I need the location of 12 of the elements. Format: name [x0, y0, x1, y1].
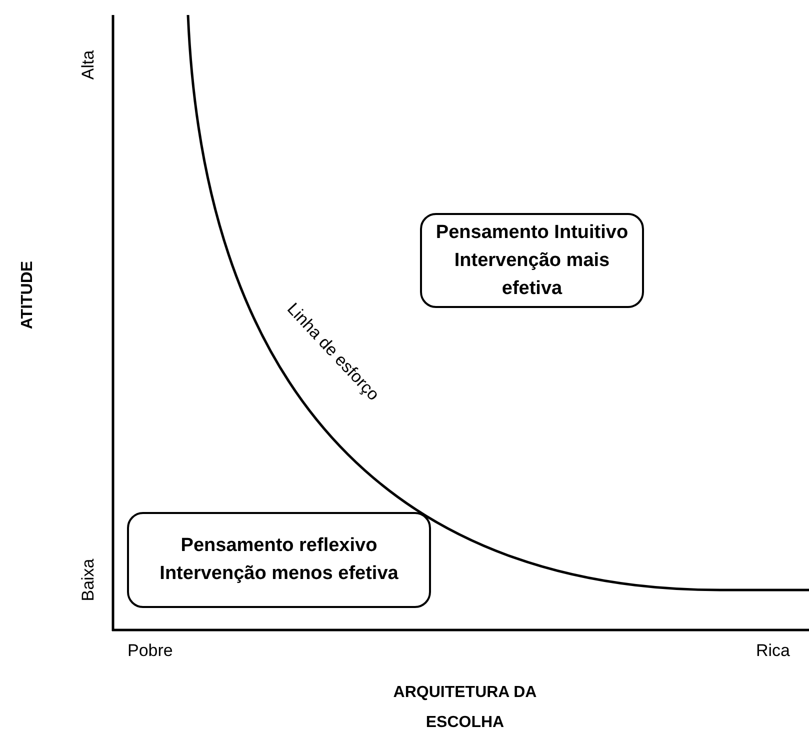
axis-tick-label: Alta: [78, 50, 98, 80]
box-text: Pensamento reflexivo: [180, 534, 378, 558]
box-text: Pensamento Intuitivo: [434, 220, 630, 244]
axis-tick-label: Baixa: [78, 558, 98, 602]
axis-title: ARQUITETURA DA ESCOLHA: [392, 683, 538, 733]
axis-title: ATITUDE: [19, 260, 38, 330]
box-text: Intervenção mais efetiva: [453, 248, 611, 300]
axis-tick-label: Rica: [756, 641, 790, 661]
text-box: [127, 512, 431, 608]
box-text: Intervenção menos efetiva: [158, 562, 400, 586]
text-box: [420, 213, 644, 308]
axis-tick-label: Pobre: [128, 641, 173, 661]
